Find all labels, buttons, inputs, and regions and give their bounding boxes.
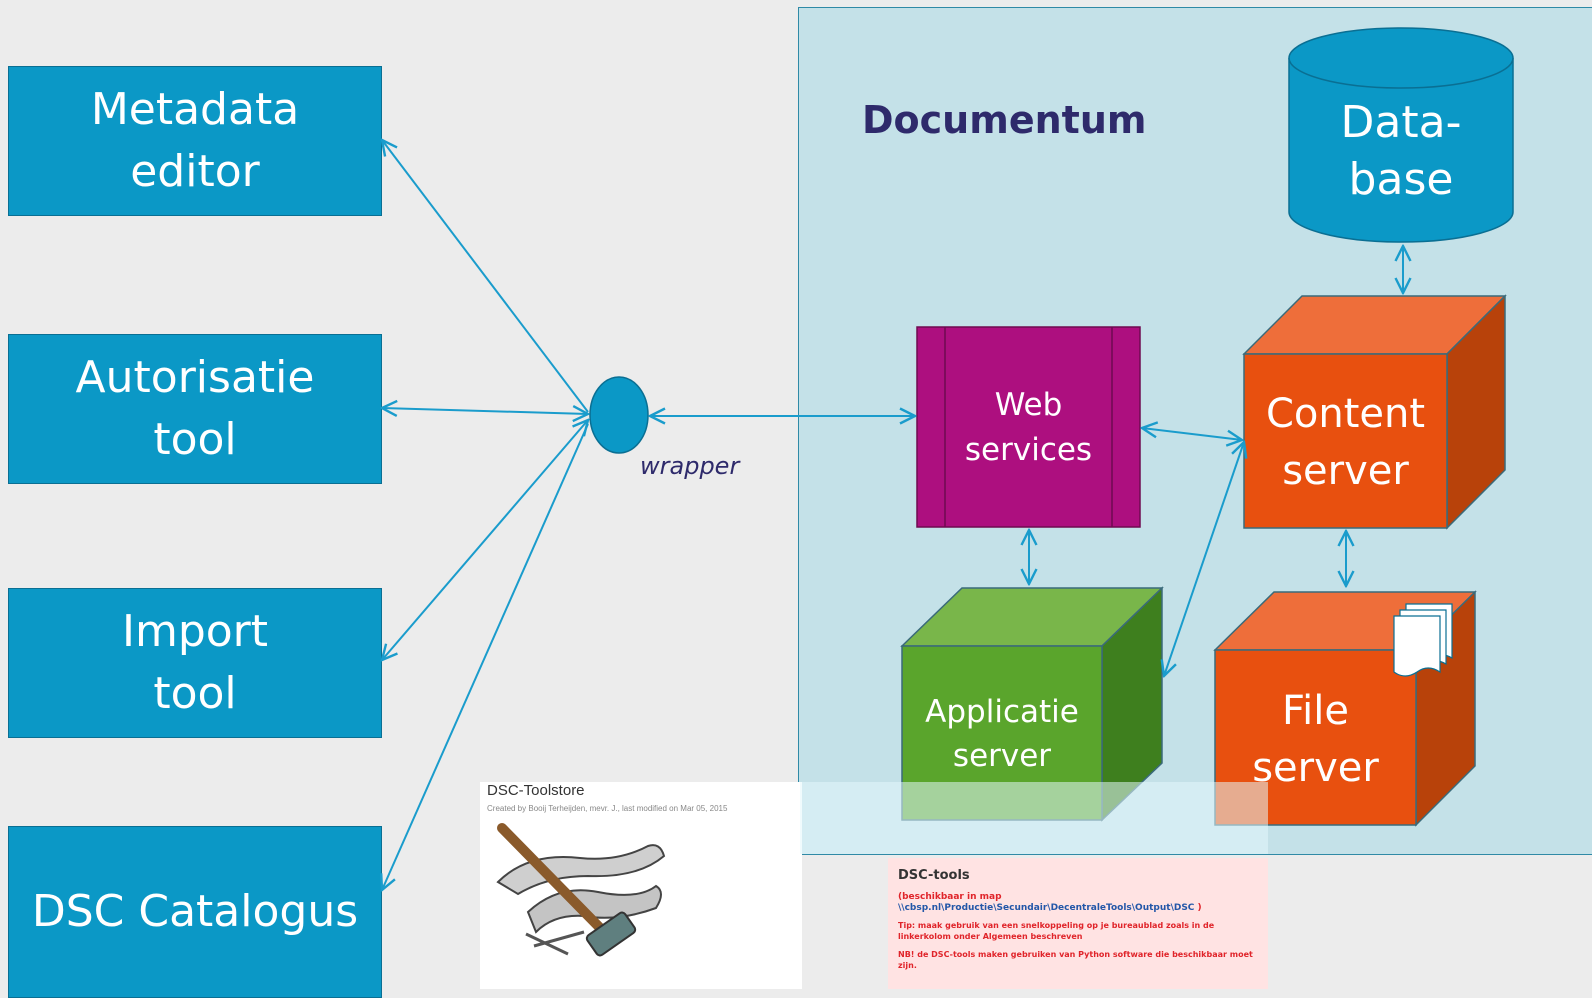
dsc-catalogus-box[interactable]: DSC Catalogus <box>8 826 382 998</box>
import-tool-box[interactable]: Import tool <box>8 588 382 738</box>
dsc-tools-line1: (beschikbaar in map <box>898 892 1002 902</box>
autorisatie-tool-box[interactable]: Autorisatie tool <box>8 334 382 484</box>
web-services-label: Web services <box>964 387 1093 468</box>
dsc-tools-path-line: \\cbsp.nl\Productie\Secundair\Decentrale… <box>898 903 1202 913</box>
dsc-tools-tip1: Tip: maak gebruik van een snelkoppeling … <box>898 921 1215 930</box>
database-cylinder <box>1288 27 1514 243</box>
dsc-tools-screenshot: DSC-tools (beschikbaar in map \\cbsp.nl\… <box>888 858 1268 989</box>
web-services-box <box>916 326 1141 528</box>
applicatie-server-label: Applicatie server <box>925 694 1079 774</box>
wrapper-label: wrapper <box>640 452 740 480</box>
content-server-cube <box>1242 294 1507 530</box>
dsc-tools-tip2: linkerkolom onder Algemeen beschreven <box>898 932 1083 941</box>
toolstore-meta: Created by Booij Terheijden, mevr. J., l… <box>487 804 728 813</box>
content-server-label: Content server <box>1265 391 1426 494</box>
arrow-wrapper-metadata <box>382 140 589 413</box>
metadata-editor-box[interactable]: Metadata editor <box>8 66 382 216</box>
dsc-tools-path[interactable]: \\cbsp.nl\Productie\Secundair\Decentrale… <box>898 903 1195 913</box>
dsc-tools-heading: DSC-tools <box>898 868 970 883</box>
dsc-tools-path-close: ) <box>1194 903 1202 913</box>
arrow-webservices-content <box>1142 428 1242 440</box>
wrapper-node <box>589 376 649 454</box>
dsc-tools-nb2: zijn. <box>898 961 917 970</box>
arrow-wrapper-catalogus <box>382 423 589 890</box>
documents-icon <box>1393 603 1453 677</box>
arrow-applicatie-content <box>1164 442 1244 676</box>
arrow-wrapper-import <box>382 420 588 660</box>
tools-illustration <box>496 823 666 957</box>
dsc-tools-nb1: NB! de DSC-tools maken gebruiken van Pyt… <box>898 950 1253 959</box>
file-server-label: File server <box>1252 688 1379 791</box>
database-label: Data- base <box>1340 97 1462 205</box>
documentum-title: Documentum <box>862 98 1147 142</box>
panel-overlay <box>800 782 1268 854</box>
arrow-wrapper-autorisatie <box>382 408 588 414</box>
toolstore-title: DSC-Toolstore <box>487 782 585 799</box>
